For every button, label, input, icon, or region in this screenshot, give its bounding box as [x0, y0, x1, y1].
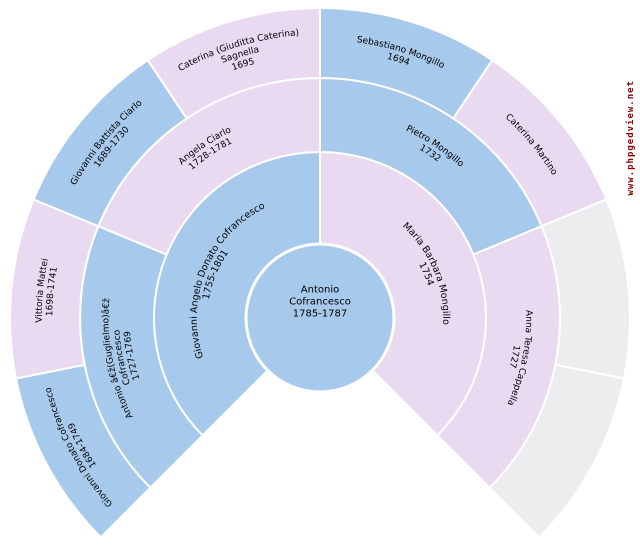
center-person-disc[interactable]	[244, 242, 396, 394]
center-person-label-line: Antonio	[301, 285, 339, 296]
center-person-label-line: Cofrancesco	[289, 297, 351, 308]
center-person-label-line: 1785-1787	[293, 309, 348, 320]
person-label-line: 1727	[507, 344, 521, 369]
phpgedview-watermark: www.phpgedview.net	[626, 80, 636, 196]
fan-sector-gen3-slot7-empty	[488, 363, 625, 539]
